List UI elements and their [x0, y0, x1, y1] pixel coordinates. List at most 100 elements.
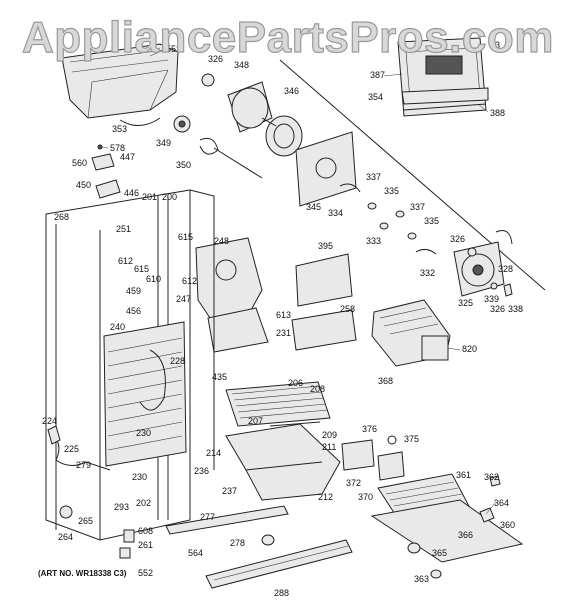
label-363: 363 [414, 574, 429, 584]
label-279: 279 [76, 460, 91, 470]
label-362: 362 [484, 472, 499, 482]
label-248: 248 [214, 236, 229, 246]
label-337b: 337 [410, 202, 425, 212]
label-337a: 337 [366, 172, 381, 182]
label-228: 228 [170, 356, 185, 366]
label-333: 333 [366, 236, 381, 246]
icemaker-part [371, 299, 451, 367]
label-447: 447 [120, 152, 135, 162]
label-326a: 326 [208, 54, 223, 64]
label-612b: 612 [182, 276, 197, 286]
grille-part [165, 505, 353, 589]
label-261: 261 [138, 540, 153, 550]
label-209: 209 [322, 430, 337, 440]
label-578: 578 [110, 143, 125, 153]
spacer-parts [367, 202, 437, 255]
label-335b: 335 [424, 216, 439, 226]
label-231: 231 [276, 328, 291, 338]
label-334: 334 [328, 208, 343, 218]
label-387: 387 [370, 70, 385, 80]
label-366: 366 [458, 530, 473, 540]
door-chute-part [397, 37, 489, 117]
watermark-text: AppliancePartsPros.com [22, 13, 554, 62]
guide-line-354 [279, 59, 546, 291]
label-615a: 615 [178, 232, 193, 242]
label-202: 202 [136, 498, 151, 508]
label-206: 206 [288, 378, 303, 388]
label-613: 613 [276, 310, 291, 320]
auger-motor-part [173, 73, 303, 179]
label-236: 236 [194, 466, 209, 476]
label-395: 395 [318, 241, 333, 251]
label-211: 211 [322, 442, 336, 452]
label-820: 820 [462, 344, 477, 354]
label-552a: 552 [166, 44, 181, 54]
label-375: 375 [404, 434, 419, 444]
label-328: 328 [498, 264, 513, 274]
label-293: 293 [114, 502, 129, 512]
label-23: 23 [490, 40, 500, 50]
label-564: 564 [188, 548, 203, 558]
label-368: 368 [378, 376, 393, 386]
bottom-small-parts [47, 425, 275, 559]
label-456: 456 [126, 306, 141, 316]
label-268: 268 [54, 212, 69, 222]
label-332: 332 [420, 268, 435, 278]
label-615b: 615 [134, 264, 149, 274]
evaporator-cover-part [295, 253, 353, 307]
label-372: 372 [346, 478, 361, 488]
label-230a: 230 [136, 428, 151, 438]
label-251: 251 [116, 224, 131, 234]
label-278: 278 [230, 538, 245, 548]
bracket-258-part [291, 309, 357, 351]
label-208: 208 [310, 384, 325, 394]
label-612a: 612 [118, 256, 133, 266]
label-376: 376 [362, 424, 377, 434]
label-258: 258 [340, 304, 355, 314]
label-265: 265 [78, 516, 93, 526]
leader-lines [101, 49, 497, 515]
fan-shroud-part [295, 131, 361, 207]
label-214: 214 [206, 448, 221, 458]
housing-part [195, 237, 269, 353]
label-346: 346 [284, 86, 299, 96]
label-353: 353 [112, 124, 127, 134]
label-349: 349 [156, 138, 171, 148]
control-box-part [341, 435, 405, 481]
label-325: 325 [458, 298, 473, 308]
label-364: 364 [494, 498, 509, 508]
label-608: 608 [138, 526, 153, 536]
label-552b: 552 [138, 568, 153, 578]
label-450: 450 [76, 180, 91, 190]
label-350: 350 [176, 160, 191, 170]
label-435: 435 [212, 372, 227, 382]
label-365: 365 [432, 548, 447, 558]
cabinet-part [45, 189, 215, 541]
label-345: 345 [306, 202, 321, 212]
label-200: 200 [162, 192, 177, 202]
drain-pan-part [370, 473, 524, 579]
art-number-caption: (ART NO. WR18338 C3) [38, 569, 127, 578]
label-354: 354 [368, 92, 383, 102]
wire-shelf-part [225, 381, 331, 427]
label-288: 288 [274, 588, 289, 598]
label-326b: 326 [450, 234, 465, 244]
label-560: 560 [72, 158, 87, 168]
label-264: 264 [58, 532, 73, 542]
label-237: 237 [222, 486, 237, 496]
label-610: 610 [146, 274, 161, 284]
label-247: 247 [176, 294, 191, 304]
label-207: 207 [248, 416, 263, 426]
label-459: 459 [126, 286, 141, 296]
label-388: 388 [490, 108, 505, 118]
clip-parts [91, 144, 121, 199]
ice-bucket-part [61, 43, 179, 126]
label-370: 370 [358, 492, 373, 502]
label-240: 240 [110, 322, 125, 332]
label-212: 212 [318, 492, 333, 502]
label-201: 201 [142, 192, 157, 202]
label-360: 360 [500, 520, 515, 530]
fan-motor-part [453, 230, 513, 297]
label-361: 361 [456, 470, 471, 480]
